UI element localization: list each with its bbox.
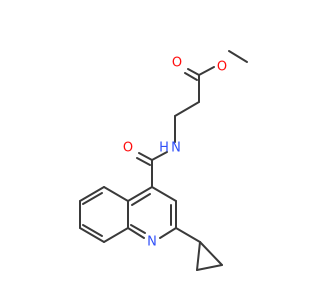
bond xyxy=(127,186,153,202)
bond xyxy=(199,241,223,266)
bond xyxy=(79,186,105,202)
bond xyxy=(151,186,177,202)
bond xyxy=(175,227,201,243)
bond xyxy=(228,50,248,63)
atom-label-N-amide: N xyxy=(171,141,181,156)
bond xyxy=(130,224,146,234)
bond xyxy=(103,186,129,202)
bond xyxy=(198,66,215,76)
bond xyxy=(131,193,151,206)
atom-label-N-quinoline: N xyxy=(147,235,157,250)
bond xyxy=(138,152,153,161)
bond xyxy=(82,192,103,205)
bond xyxy=(184,72,198,81)
molecule-structure: O O O N H N xyxy=(79,50,248,271)
bond xyxy=(187,68,200,76)
bond xyxy=(151,151,168,161)
bonds xyxy=(79,50,248,271)
bond xyxy=(196,264,223,271)
atom-label-O-carbonyl-ester: O xyxy=(172,56,182,71)
bond xyxy=(79,227,105,243)
bond xyxy=(103,227,129,243)
bond xyxy=(159,227,177,239)
bond xyxy=(82,224,103,237)
bond xyxy=(136,157,151,166)
atom-label-H-amide: H xyxy=(159,141,169,156)
atom-label-O-amide: O xyxy=(123,141,133,156)
bond xyxy=(196,241,201,271)
bond xyxy=(174,101,200,117)
atom-labels: O O O N H N xyxy=(123,56,227,250)
bond xyxy=(127,227,145,239)
atom-label-O-ester: O xyxy=(217,60,227,75)
